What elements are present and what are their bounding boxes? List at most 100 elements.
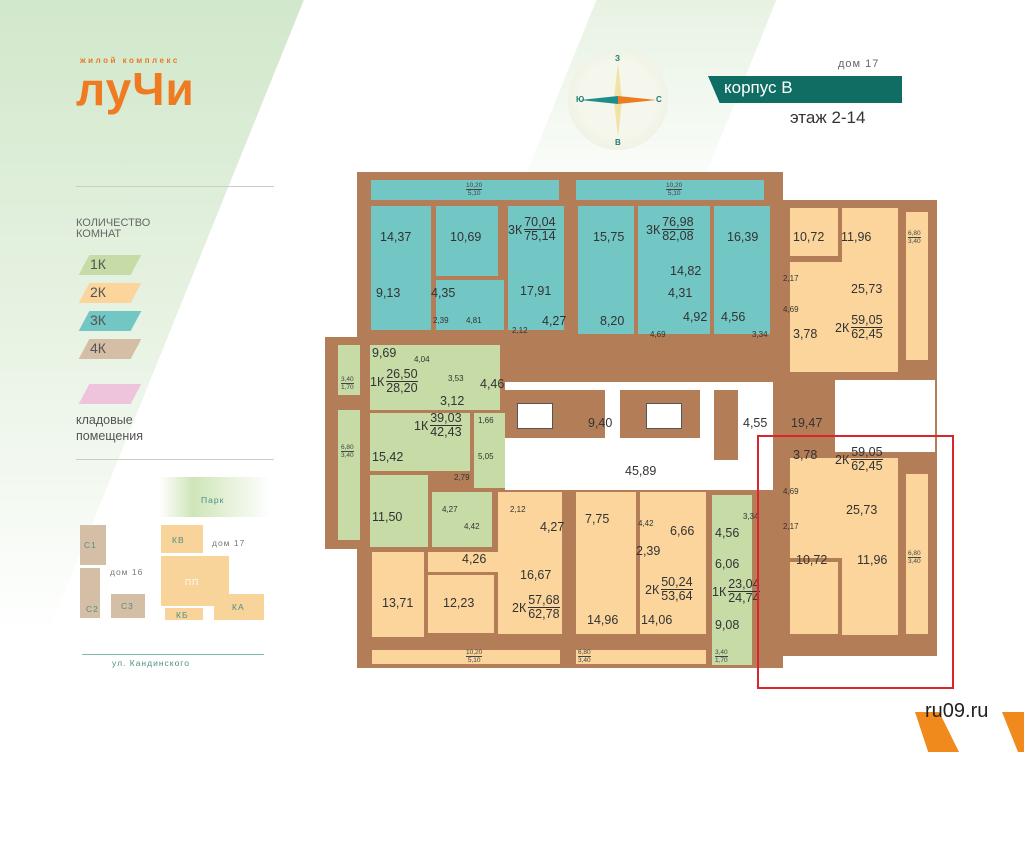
small-room-area[interactable]: 4,69 xyxy=(650,330,666,339)
room-area[interactable]: 4,56 xyxy=(721,310,746,324)
legend-swatch-3k xyxy=(78,311,142,331)
room-area[interactable]: 11,50 xyxy=(372,510,403,524)
room-area[interactable]: 17,91 xyxy=(520,284,552,298)
small-room-area[interactable]: 4,69 xyxy=(783,487,799,496)
small-room-area[interactable]: 2,12 xyxy=(510,505,526,514)
apartment-type: 1К xyxy=(712,584,727,599)
room-area[interactable]: 25,73 xyxy=(851,282,883,296)
small-room-area[interactable]: 2,39 xyxy=(433,316,449,325)
living-area: 59,05 xyxy=(851,445,883,460)
park-label: Парк xyxy=(201,495,225,505)
room-area[interactable]: 4,46 xyxy=(480,377,505,391)
room-area[interactable]: 9,08 xyxy=(715,618,740,632)
room-area[interactable]: 11,96 xyxy=(841,230,872,244)
small-room-area[interactable]: 2,12 xyxy=(512,326,528,335)
small-room-area[interactable]: 5,05 xyxy=(478,452,494,461)
watermark-shape xyxy=(1002,712,1024,752)
small-room-area[interactable]: 2,17 xyxy=(783,522,799,531)
apartment-type: 2К xyxy=(835,452,850,467)
room-area[interactable]: 4,31 xyxy=(668,286,693,300)
room-area[interactable]: 9,40 xyxy=(588,416,613,430)
room-area[interactable]: 4,26 xyxy=(462,552,487,566)
small-room-area[interactable]: 4,69 xyxy=(783,305,799,314)
room-area[interactable]: 14,37 xyxy=(380,230,412,244)
small-room-area[interactable]: 2,79 xyxy=(454,473,470,482)
room-area[interactable]: 15,75 xyxy=(593,230,625,244)
legend-label-1k: 1К xyxy=(90,256,106,272)
small-room-area[interactable]: 3,34 xyxy=(743,512,759,521)
compass-south: Ю xyxy=(576,95,585,104)
apartment-type: 3К xyxy=(646,222,661,237)
room-area[interactable]: 6,06 xyxy=(715,557,740,571)
compass-rose-icon xyxy=(580,62,656,138)
living-area: 76,98 xyxy=(662,215,694,230)
living-area: 39,03 xyxy=(430,411,462,426)
room-area[interactable]: 25,73 xyxy=(846,503,878,517)
room-area[interactable]: 14,82 xyxy=(670,264,702,278)
room-area[interactable]: 4,55 xyxy=(743,416,768,430)
small-room-area[interactable]: 4,27 xyxy=(442,505,458,514)
room-area[interactable]: 6,66 xyxy=(670,524,695,538)
room-area[interactable]: 9,13 xyxy=(376,286,401,300)
living-area: 59,05 xyxy=(851,313,883,328)
room-area[interactable]: 14,96 xyxy=(587,613,619,627)
small-room-area[interactable]: 4,42 xyxy=(638,519,654,528)
room-area[interactable]: 4,56 xyxy=(715,526,740,540)
apartment-type: 2К xyxy=(645,582,660,597)
block-kv-label: КВ xyxy=(172,535,185,545)
room-area[interactable]: 10,72 xyxy=(793,230,825,244)
room-area[interactable]: 4,27 xyxy=(540,520,565,534)
logo: луЧи xyxy=(76,63,195,115)
room-area[interactable]: 2,39 xyxy=(636,544,661,558)
small-room-area[interactable]: 1,66 xyxy=(478,416,494,425)
small-room-area[interactable]: 4,04 xyxy=(414,355,430,364)
room-area[interactable]: 15,42 xyxy=(372,450,404,464)
living-area: 26,50 xyxy=(386,367,418,382)
room-area[interactable]: 4,35 xyxy=(431,286,456,300)
small-room-area[interactable]: 4,81 xyxy=(466,316,482,325)
room-area[interactable]: 9,69 xyxy=(372,346,397,360)
park-area xyxy=(160,477,270,517)
room-area[interactable]: 16,39 xyxy=(727,230,759,244)
room-area[interactable]: 45,89 xyxy=(625,464,657,478)
block-ka xyxy=(214,594,264,620)
room-area[interactable]: 3,12 xyxy=(440,394,465,408)
room-area[interactable]: 14,06 xyxy=(641,613,673,627)
room-area[interactable]: 11,96 xyxy=(857,553,888,567)
room-area[interactable]: 8,20 xyxy=(600,314,625,328)
small-room-area[interactable]: 4,42 xyxy=(464,522,480,531)
small-room-area[interactable]: 3,34 xyxy=(752,330,768,339)
room-area[interactable]: 3,78 xyxy=(793,327,818,341)
room-area[interactable]: 7,75 xyxy=(585,512,610,526)
room-area[interactable]: 10,72 xyxy=(796,553,828,567)
room-area[interactable]: 4,92 xyxy=(683,310,708,324)
room-area[interactable]: 3,78 xyxy=(793,448,818,462)
room-area[interactable]: 10,69 xyxy=(450,230,482,244)
room-area[interactable]: 19,47 xyxy=(791,416,823,430)
room-area[interactable]: 12,23 xyxy=(443,596,475,610)
room-area[interactable]: 13,71 xyxy=(382,596,414,610)
total-area: 75,14 xyxy=(524,229,556,243)
small-room-area[interactable]: 3,53 xyxy=(448,374,464,383)
small-room-area[interactable]: 2,17 xyxy=(783,274,799,283)
room-area[interactable]: 4,27 xyxy=(542,314,567,328)
room-area[interactable]: 16,67 xyxy=(520,568,552,582)
